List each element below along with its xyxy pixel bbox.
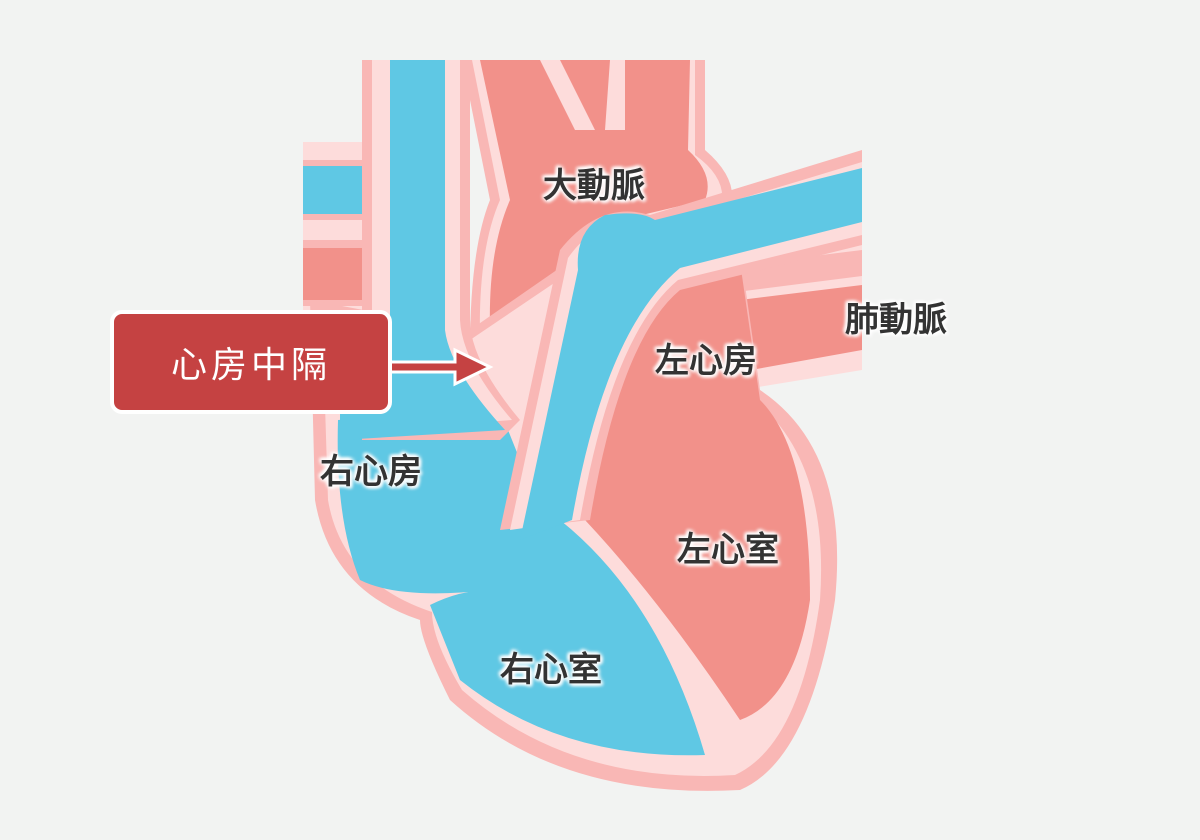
label-aorta: 大動脈 <box>543 166 645 206</box>
callout-arrow <box>388 347 494 387</box>
label-right-atrium: 右心房 <box>320 452 422 492</box>
label-left-atrium: 左心房 <box>655 341 757 381</box>
left-vessels <box>303 142 373 312</box>
atrial-septum-callout: 心房中隔 <box>110 310 392 414</box>
label-right-ventricle: 右心室 <box>500 650 602 690</box>
left-heart <box>585 262 810 720</box>
label-pulmonary-artery: 肺動脈 <box>845 300 947 340</box>
pulmonary-artery <box>520 168 862 540</box>
right-heart <box>337 410 705 756</box>
vena-cava <box>340 60 505 440</box>
label-left-ventricle: 左心室 <box>677 530 779 570</box>
